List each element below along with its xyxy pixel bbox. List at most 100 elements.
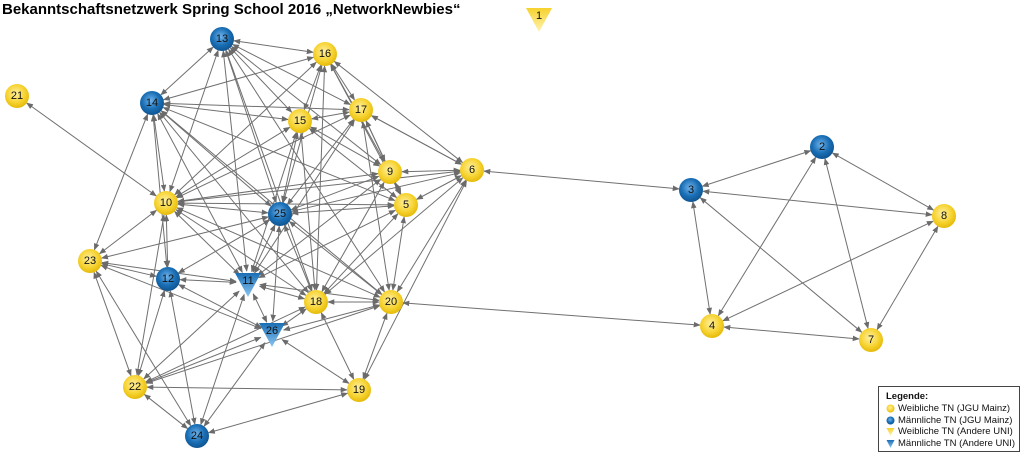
node-11: 11	[235, 273, 261, 297]
node-25: 25	[268, 202, 292, 226]
edge-22-19	[146, 384, 348, 393]
node-label: 2	[819, 141, 825, 153]
edge-3-7	[699, 197, 863, 333]
node-label: 5	[403, 199, 409, 211]
legend-label: Männliche TN (JGU Mainz)	[898, 414, 1013, 426]
yellow-circle-node	[379, 290, 403, 314]
edge-25-23	[100, 215, 270, 260]
blue-circle-node	[210, 27, 234, 51]
edge-16-15	[303, 64, 322, 111]
edge-11-22	[143, 290, 240, 380]
blue-circle-node	[810, 135, 834, 159]
yellow-circle-node	[304, 290, 328, 314]
node-label: 9	[387, 166, 393, 178]
node-18: 18	[304, 290, 328, 314]
edge-12-11	[179, 277, 237, 285]
yellow-circle-node	[5, 84, 29, 108]
node-22: 22	[123, 375, 147, 399]
node-17: 17	[349, 98, 373, 122]
edge-17-11	[254, 119, 355, 274]
node-4: 4	[700, 314, 724, 338]
edge-18-19	[320, 312, 355, 380]
node-14: 14	[140, 91, 164, 115]
node-19: 19	[347, 378, 371, 402]
node-label: 10	[160, 197, 172, 209]
blue-circle-node	[140, 91, 164, 115]
yellow-circle-node	[932, 204, 956, 228]
node-20: 20	[379, 290, 403, 314]
edge-9-5	[394, 182, 402, 195]
node-label: 14	[146, 97, 158, 109]
edge-23-22	[93, 271, 132, 377]
node-label: 8	[941, 210, 947, 222]
node-label: 13	[216, 33, 228, 45]
node-label: 4	[709, 320, 715, 332]
node-5: 5	[394, 193, 418, 217]
node-7: 7	[859, 328, 883, 352]
edge-26-22	[145, 336, 262, 384]
node-label: 11	[242, 275, 253, 287]
yellow-circle-node	[700, 314, 724, 338]
node-2: 2	[810, 135, 834, 159]
edge-20-4	[402, 300, 701, 328]
legend-item: Männliche TN (Andere UNI)	[886, 438, 1019, 450]
node-15: 15	[288, 109, 312, 133]
blue-circle-node	[156, 267, 180, 291]
edge-2-8	[831, 152, 935, 211]
legend-label: Weibliche TN (JGU Mainz)	[898, 403, 1011, 414]
edge-3-2	[701, 150, 812, 187]
edge-9-11	[256, 178, 382, 277]
edge-3-8	[702, 189, 933, 217]
edge-26-18	[281, 308, 307, 327]
blue-triangle-node	[235, 273, 261, 297]
yellow-circle-node	[313, 42, 337, 66]
edge-13-25	[225, 49, 277, 204]
legend-item: Weibliche TN (JGU Mainz)	[886, 403, 1019, 415]
node-label: 15	[294, 115, 306, 127]
edge-11-26	[252, 293, 268, 323]
legend-title: Legende:	[886, 391, 929, 402]
node-8: 8	[932, 204, 956, 228]
blue-triangle-icon	[886, 439, 895, 448]
edge-13-16	[233, 38, 314, 55]
node-23: 23	[78, 249, 102, 273]
node-12: 12	[156, 267, 180, 291]
edge-2-4	[717, 156, 817, 317]
edge-26-20	[282, 303, 381, 332]
blue-circle-node	[185, 424, 209, 448]
node-label: 19	[353, 384, 365, 396]
node-9: 9	[378, 160, 402, 184]
edge-9-6	[401, 167, 461, 175]
legend-item: Männliche TN (JGU Mainz)	[886, 415, 1019, 427]
yellow-circle-node	[347, 378, 371, 402]
yellow-circle-node	[378, 160, 402, 184]
node-label: 21	[11, 90, 23, 102]
blue-triangle-node	[259, 323, 285, 347]
edge-4-7	[723, 324, 860, 342]
yellow-circle-node	[859, 328, 883, 352]
yellow-circle-node	[460, 158, 484, 182]
node-label: 3	[688, 184, 694, 196]
diagram-title: Bekanntschaftsnetzwerk Spring School 201…	[2, 1, 461, 18]
yellow-triangle-icon	[886, 427, 895, 437]
edge-16-17	[331, 63, 355, 101]
node-21: 21	[5, 84, 29, 108]
edge-26-24	[203, 342, 266, 427]
node-label: 6	[469, 164, 475, 176]
node-label: 12	[162, 273, 174, 285]
node-label: 26	[266, 325, 278, 337]
edge-10-21	[26, 102, 157, 197]
edge-13-20	[228, 48, 385, 293]
edge-8-4	[722, 220, 934, 322]
node-13: 13	[210, 27, 234, 51]
edge-6-5	[415, 175, 463, 200]
edge-14-17	[163, 100, 350, 113]
node-label: 16	[319, 48, 331, 60]
edge-6-17	[370, 115, 463, 165]
edge-13-18	[225, 49, 313, 292]
node-3: 3	[679, 178, 703, 202]
yellow-triangle-node	[526, 8, 552, 32]
yellow-circle-node	[349, 98, 373, 122]
edge-5-18	[323, 213, 399, 294]
